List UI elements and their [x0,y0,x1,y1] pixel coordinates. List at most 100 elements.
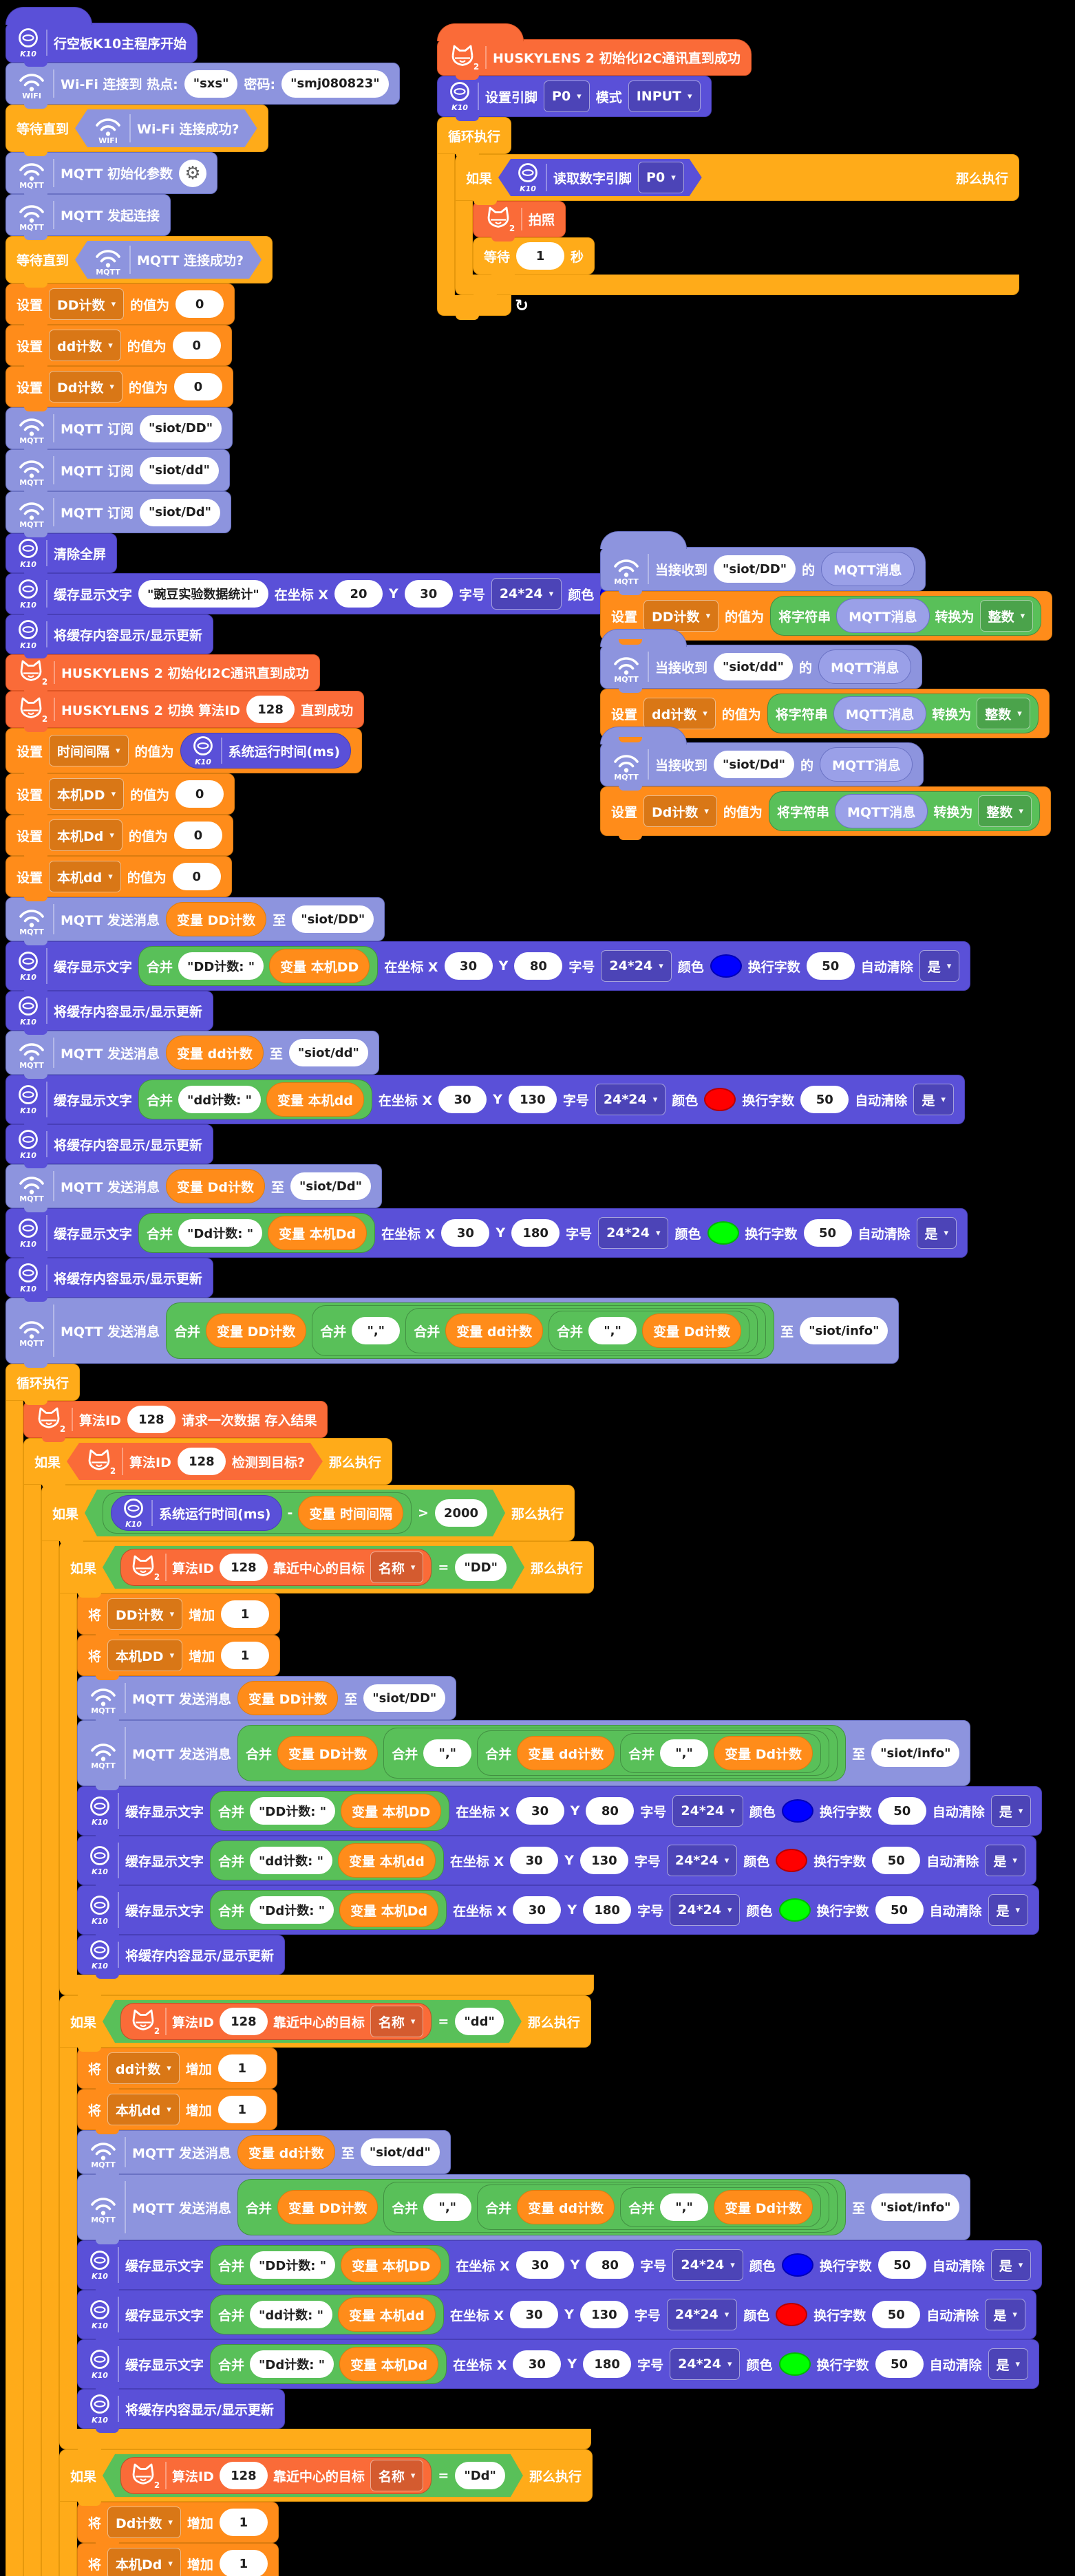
husky-loop-header[interactable]: 循环执行 [437,117,512,158]
variable-pill[interactable]: 变量 DD计数 [166,902,267,936]
number-input[interactable]: 130 [579,1847,628,1874]
number-input[interactable]: 128 [246,696,295,723]
number-input[interactable]: 30 [404,580,453,608]
number-input[interactable]: 1 [221,1642,270,1669]
dropdown[interactable]: 本机dd▾ [107,2094,180,2125]
operator-block[interactable]: 合并变量 DD计数合并","合并变量 dd计数合并","变量 Dd计数 [166,1302,775,1359]
dropdown[interactable]: dd计数▾ [49,330,121,361]
operator-block[interactable]: 合并"DD计数: "变量 本机DD [210,2245,450,2285]
number-input[interactable]: 80 [586,2251,635,2279]
dropdown[interactable]: 名称▾ [370,2006,424,2037]
number-input[interactable]: 180 [583,1896,632,1924]
number-input[interactable]: 0 [173,822,222,849]
number-input[interactable]: 1 [217,2096,266,2123]
dropdown[interactable]: DD计数▾ [643,600,719,632]
dropdown[interactable]: Dd计数▾ [49,371,123,402]
color-swatch[interactable] [704,1088,736,1111]
mqtt-message-pill[interactable]: MQTT消息 [818,650,912,684]
dropdown[interactable]: 24*24▾ [670,1894,741,1926]
number-input[interactable]: 0 [173,373,222,400]
dropdown[interactable]: 24*24▾ [491,578,562,610]
main-loop-header[interactable]: 循环执行 [6,1364,81,1405]
c-block-foot[interactable]: ↻ [437,295,529,320]
dropdown[interactable]: 整数▾ [978,795,1032,827]
dropdown[interactable]: 本机dd▾ [49,861,121,892]
variable-pill[interactable]: 变量 本机dd [266,1082,364,1117]
string-input[interactable]: "siot/DD" [140,414,222,442]
variable-pill[interactable]: 变量 本机DD [341,2248,442,2282]
number-input[interactable]: 50 [803,1219,852,1247]
string-input[interactable]: "siot/DD" [292,905,374,933]
string-input[interactable]: "siot/Dd" [140,498,221,526]
dropdown[interactable]: 24*24▾ [670,2348,741,2380]
string-input[interactable]: "sxs" [184,69,238,98]
dropdown[interactable]: 是▾ [985,2299,1025,2330]
dropdown[interactable]: 是▾ [990,1795,1032,1827]
string-input[interactable]: "siot/info" [871,2193,960,2221]
number-input[interactable]: 50 [800,1086,849,1113]
operator-block[interactable]: 合并变量 dd计数合并","变量 Dd计数 [477,1730,830,1776]
variable-pill[interactable]: 变量 DD计数 [237,1681,339,1715]
string-input[interactable]: "Dd" [455,2462,505,2489]
number-input[interactable]: 130 [579,2301,628,2328]
variable-pill[interactable]: 变量 Dd计数 [714,1736,813,1770]
number-input[interactable]: 0 [175,290,224,318]
operator-block[interactable]: 合并"DD计数: "变量 本机DD [210,1791,450,1831]
mqtt-message-pill[interactable]: MQTT消息 [834,794,928,828]
dropdown[interactable]: 是▾ [988,2348,1029,2380]
mqtt-message-pill[interactable]: MQTT消息 [821,552,915,586]
operator-block[interactable]: 合并","变量 Dd计数 [549,1311,750,1351]
dropdown[interactable]: INPUT▾ [628,80,701,112]
string-input[interactable]: "siot/dd" [714,653,793,680]
number-input[interactable]: 128 [220,2008,268,2035]
variable-pill[interactable]: 变量 dd计数 [237,2135,335,2169]
variable-pill[interactable]: 变量 本机dd [338,1843,436,1878]
number-input[interactable]: 50 [877,1797,926,1825]
string-input[interactable]: "siot/info" [871,1739,960,1767]
dropdown[interactable]: 24*24▾ [672,1795,743,1827]
variable-pill[interactable]: 变量 Dd计数 [642,1313,742,1348]
dropdown[interactable]: 24*24▾ [666,2299,738,2330]
dropdown[interactable]: 24*24▾ [672,2249,743,2281]
string-input[interactable]: "dd计数: " [250,1847,333,1874]
number-input[interactable]: 80 [514,952,563,980]
dropdown[interactable]: 24*24▾ [601,950,672,982]
dropdown[interactable]: 是▾ [919,950,960,982]
number-input[interactable]: 30 [441,1219,490,1247]
variable-pill[interactable]: 变量 dd计数 [166,1035,264,1070]
string-input[interactable]: "Dd计数: " [250,2350,334,2378]
string-input[interactable]: "DD计数: " [250,2251,336,2279]
